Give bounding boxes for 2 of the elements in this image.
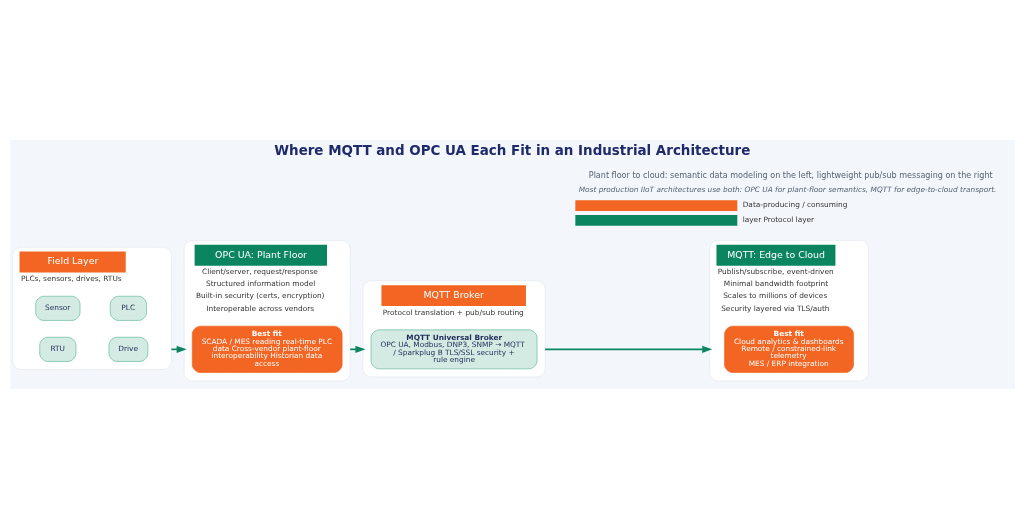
diagram-title: Where MQTT and OPC UA Each Fit in an Industrial Architecture (273, 143, 750, 159)
arrow (543, 345, 712, 353)
